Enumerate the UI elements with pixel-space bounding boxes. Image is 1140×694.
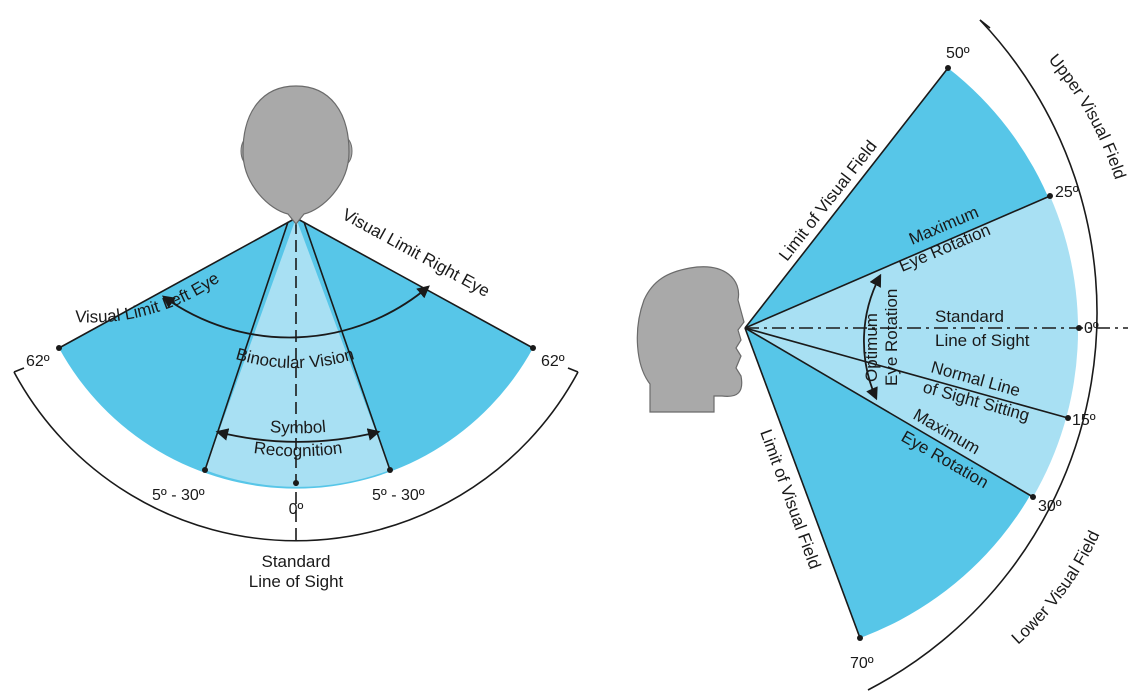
endpoint-dot [1076, 325, 1082, 331]
upper-visual-field-label: Upper Visual Field [1045, 50, 1130, 181]
degree-62-left-label: 62º [26, 353, 50, 370]
degree-50-label: 50º [946, 45, 970, 62]
degree-5-30-left-label: 5º - 30º [152, 487, 205, 504]
degree-62-right-label: 62º [541, 353, 565, 370]
endpoint-dot [530, 345, 536, 351]
head-side-view [637, 267, 744, 412]
endpoint-dot [202, 467, 208, 473]
recognition-label: Recognition [253, 438, 344, 460]
degree-70-label: 70º [850, 655, 874, 672]
endpoint-dot [1065, 415, 1071, 421]
degree-25-label: 25º [1055, 184, 1079, 201]
endpoint-dot [857, 635, 863, 641]
side-view-diagram: Limit of Visual Field Limit of Visual Fi… [637, 20, 1129, 690]
standard-line-label-1: Standard [262, 552, 331, 571]
optimum-label-1: Optimum [862, 313, 881, 382]
degree-0-label: 0º [289, 501, 304, 518]
endpoint-dot [387, 467, 393, 473]
endpoint-dot [293, 480, 299, 486]
endpoint-dot [945, 65, 951, 71]
degree-30-label: 30º [1038, 498, 1062, 515]
degree-5-30-right-label: 5º - 30º [372, 487, 425, 504]
standard-line-label-2-right: Line of Sight [935, 331, 1030, 350]
degree-15-label: 15º [1072, 412, 1096, 429]
degree-0-label-right: 0º [1084, 320, 1099, 337]
standard-line-label-2: Line of Sight [249, 572, 344, 591]
endpoint-dot [1047, 193, 1053, 199]
endpoint-dot [1030, 494, 1036, 500]
optimum-label-2: Eye Rotation [882, 289, 901, 386]
lower-visual-field-label: Lower Visual Field [1008, 528, 1104, 648]
endpoint-dot [56, 345, 62, 351]
head-top-view [241, 86, 352, 224]
standard-line-label-1-right: Standard [935, 307, 1004, 326]
symbol-label: Symbol [269, 417, 326, 437]
top-view-diagram: Visual Limit Left Eye Visual Limit Right… [14, 86, 578, 591]
